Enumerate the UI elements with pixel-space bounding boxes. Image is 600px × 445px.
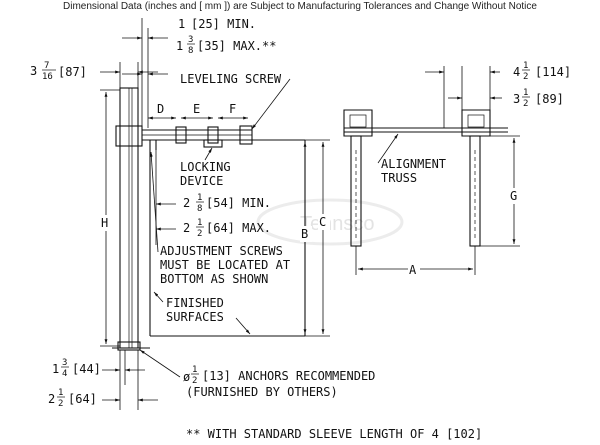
dim-left-den: 16 [42, 72, 53, 82]
dim-min-rest: [25] MIN. [191, 17, 256, 31]
label-c-bg [318, 214, 330, 230]
dim-top-num: 1 [523, 61, 528, 71]
label-d: D [157, 102, 164, 116]
anchor-dia-symbol: ø [183, 370, 190, 384]
watermark-oval [256, 198, 404, 246]
label-alignment-1: ALIGNMENT [381, 157, 446, 171]
dim-b44-whole: 1 [52, 362, 59, 376]
dim-top2-den: 2 [523, 99, 528, 109]
dim-b44-den: 4 [62, 369, 67, 379]
adjustment-leader [149, 151, 159, 253]
dim-min54-den: 8 [197, 204, 202, 214]
dim-b64-den: 2 [58, 399, 63, 409]
arm-coupling [175, 126, 187, 144]
label-h-text: H [101, 216, 108, 230]
left-bracket [343, 109, 373, 137]
dim-top-whole: 4 [513, 65, 520, 79]
dim-b44-num: 3 [62, 358, 67, 368]
dim-top-den: 2 [523, 72, 528, 82]
finished-leader [153, 291, 164, 303]
label-h-bg [100, 215, 112, 231]
dim-left-rest: [87] [58, 65, 87, 79]
dim-max64-rest: [64] MAX. [206, 221, 271, 235]
dim-max64-den: 2 [197, 229, 202, 239]
arm-coupling [207, 126, 219, 144]
label-finished-1: FINISHED [166, 296, 224, 310]
label-leveling-screw: LEVELING SCREW [180, 72, 282, 86]
dim-left-num: 7 [44, 61, 49, 71]
dim-top-rest: [114] [535, 65, 571, 79]
notice-header: Dimensional Data (inches and [ mm ]) are… [63, 1, 537, 12]
dim-b64-whole: 2 [48, 392, 55, 406]
label-locking-2: DEVICE [180, 174, 223, 188]
arm-end-cap [239, 125, 253, 145]
label-b-bg [300, 226, 312, 242]
dim-top2-whole: 3 [513, 92, 520, 106]
dim-left-whole: 3 [30, 64, 37, 78]
leveling-screw-leader [251, 78, 291, 130]
label-a-bg [408, 262, 420, 276]
dim-max-num: 3 [188, 35, 193, 45]
dim-min54-num: 1 [197, 193, 202, 203]
dim-max64-num: 1 [197, 218, 202, 228]
label-adjust-3: BOTTOM AS SHOWN [160, 272, 268, 286]
label-anchors-1: [13] ANCHORS RECOMMENDED [202, 369, 375, 383]
post-collar [115, 125, 143, 147]
dim-b64-num: 1 [58, 388, 63, 398]
anchor-leader [139, 349, 181, 378]
label-adjust-2: MUST BE LOCATED AT [160, 258, 290, 272]
label-anchors-2: (FURNISHED BY OTHERS) [186, 385, 338, 399]
dim-max64-whole: 2 [183, 221, 190, 235]
locking-device-leader [204, 147, 213, 161]
label-c: C [319, 215, 326, 229]
alignment-leader [377, 133, 399, 164]
footnote: ** WITH STANDARD SLEEVE LENGTH OF 4 [102… [186, 427, 482, 441]
dim-b44-rest: [44] [72, 362, 101, 376]
label-a: A [409, 263, 417, 277]
label-finished-2: SURFACES [166, 310, 224, 324]
dim-top2-num: 1 [523, 88, 528, 98]
anchor-num: 1 [192, 365, 197, 375]
dim-top2-rest: [89] [535, 92, 564, 106]
dim-max-rest: [35] MAX.** [197, 39, 276, 53]
left-bracket-inner [349, 114, 367, 128]
anchor-den: 2 [192, 376, 197, 386]
label-locking-1: LOCKING [180, 160, 231, 174]
dim-b64-rest: [64] [68, 392, 97, 406]
label-f: F [229, 102, 236, 116]
label-g: G [510, 189, 517, 203]
finished-leader [235, 317, 251, 335]
dim-max-whole: 1 [176, 39, 183, 53]
label-b: B [301, 227, 308, 241]
dim-max-den: 8 [188, 46, 193, 56]
label-e: E [193, 102, 200, 116]
label-alignment-2: TRUSS [381, 171, 417, 185]
dim-min54-whole: 2 [183, 196, 190, 210]
locking-device [203, 139, 223, 148]
label-adjust-1: ADJUSTMENT SCREWS [160, 244, 283, 258]
right-bracket-inner [467, 114, 485, 128]
label-g-bg [509, 188, 521, 204]
dim-min54-rest: [54] MIN. [206, 196, 271, 210]
dim-min-whole: 1 [178, 17, 185, 31]
